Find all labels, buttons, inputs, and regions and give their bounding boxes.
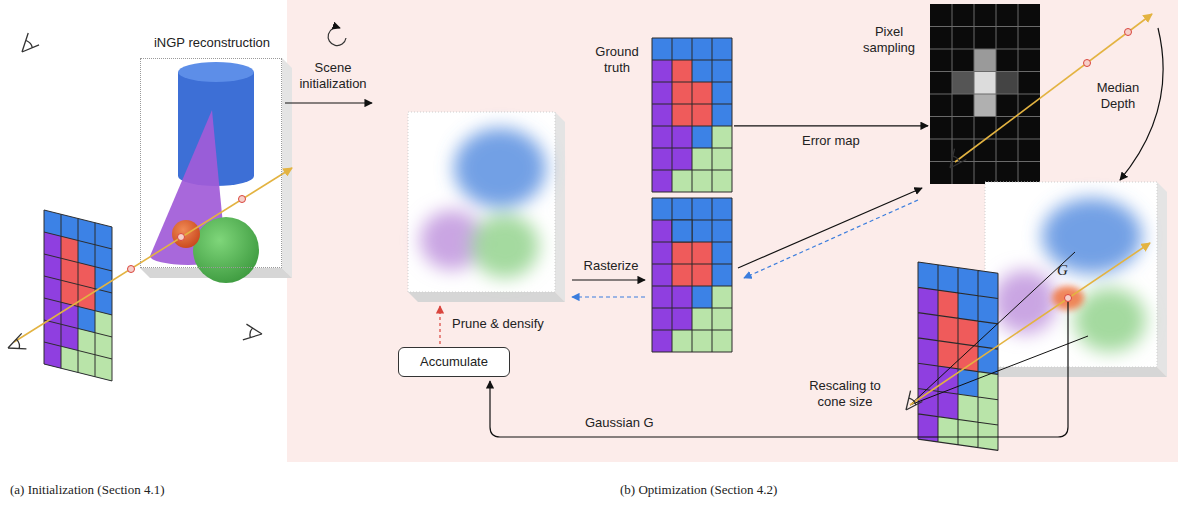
arrow-label: Median Depth (1090, 80, 1146, 111)
ingp-scene (6, 32, 292, 381)
gradient-arrow (744, 200, 918, 278)
node-label: Accumulate (420, 354, 488, 370)
rasterized-grid (652, 198, 732, 352)
ray (955, 14, 1152, 162)
edge-label: Error map (802, 133, 860, 149)
scene-box: iNGP reconstruction (140, 58, 282, 268)
gaussian-scene (985, 182, 1167, 377)
camera (942, 147, 966, 171)
step-label: Rescaling to cone size (795, 378, 895, 409)
error-arrow (738, 188, 922, 268)
arrow-label: Scene initialization (288, 60, 378, 91)
sample-dot (1125, 29, 1132, 36)
arrow-label: Gaussian G (585, 415, 654, 431)
ray (910, 243, 1150, 405)
rasterize-arrow (572, 279, 645, 280)
symbol-label: G (1057, 262, 1068, 279)
node-heading: iNGP reconstruction (121, 35, 303, 51)
init-arrow (285, 102, 372, 103)
cone-line (910, 336, 1088, 405)
arrow-label: Rasterize (578, 258, 644, 274)
gradient-arrow (572, 296, 645, 297)
process-box: Accumulate (398, 347, 510, 377)
node-heading: Pixel sampling (858, 24, 920, 55)
pixel-sampling-grid (930, 4, 1040, 184)
arrow-label: Prune & densify (452, 316, 544, 332)
connector-arrow (734, 125, 928, 126)
node-heading: Ground truth (590, 44, 644, 75)
sampling-grid: Pixel sampling (930, 4, 1040, 184)
cone-line (910, 252, 1075, 405)
gaussian-arrow (490, 302, 1068, 437)
sample-dot (1084, 60, 1091, 67)
pixel-grid (918, 262, 998, 450)
caption: (b) Optimization (Section 4.2) (620, 482, 777, 498)
sample-dot (1065, 295, 1072, 302)
panel (287, 0, 1178, 462)
gaussian-scene (408, 112, 565, 302)
camera (898, 389, 922, 413)
caption: (a) Initialization (Section 4.1) (10, 482, 165, 498)
ground-truth-grid (652, 38, 732, 192)
image-grid: Ground truth (652, 38, 732, 192)
loop-icon (328, 28, 346, 46)
prune-arrow (439, 306, 440, 344)
